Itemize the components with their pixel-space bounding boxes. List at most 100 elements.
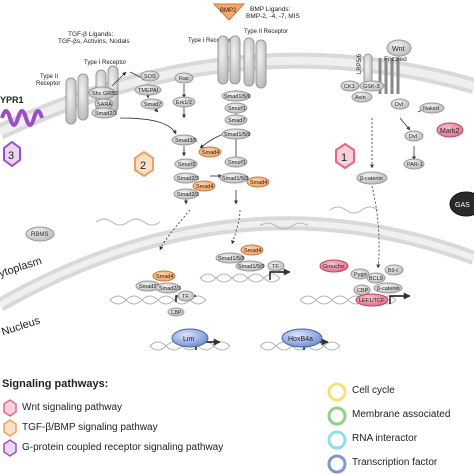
nuc-bcl9-b: B9-l bbox=[384, 264, 404, 276]
node-smad159-b: Smad1/5/9 bbox=[219, 172, 249, 184]
node-ras: Ras bbox=[174, 72, 194, 84]
node-sos-text: SOS bbox=[144, 74, 156, 80]
nuc-lef-tcf: LEF1/TCF bbox=[355, 293, 389, 307]
legend-membrane: Membrane associated bbox=[352, 409, 451, 420]
node-smurf1-mid: Smurf1 bbox=[224, 156, 248, 168]
node-smad159-mid-text: Smad1/5/9 bbox=[224, 132, 251, 138]
node-smad23-c-text: Smad2/3 bbox=[177, 192, 199, 198]
node-smad23-b-text: Smad2/3 bbox=[177, 176, 199, 182]
node-smad7-right-text: Smad7 bbox=[228, 118, 245, 124]
nuc-groucho: Groucho bbox=[319, 259, 349, 273]
node-dvl-mid: Dvl bbox=[404, 130, 424, 142]
nuc-pygo: Pygo bbox=[350, 268, 370, 280]
node-par1-text: PAR-1 bbox=[407, 162, 423, 168]
legend-tf: Transcription factor bbox=[352, 457, 438, 468]
node-smad4-mid: Smad4 bbox=[198, 146, 222, 158]
frizzled-label: Frizzled bbox=[384, 56, 407, 63]
node-smad159-top: Smad1/5/9 bbox=[221, 90, 251, 102]
node-ck1: CK1 bbox=[340, 80, 360, 92]
node-smad159-mid: Smad1/5/9 bbox=[221, 128, 251, 140]
node-dvl-top-text: Dvl bbox=[395, 102, 403, 108]
node-smurf2-text: Smurf2 bbox=[178, 162, 196, 168]
node-sara-text: SARA bbox=[97, 102, 112, 108]
legend-cell-cycle: Cell cycle bbox=[352, 385, 395, 396]
wnt-label: Wnt bbox=[392, 46, 405, 53]
node-smad23-a-text: Smad2/3 bbox=[95, 111, 117, 117]
node-dvl-mid-text: Dvl bbox=[409, 134, 417, 140]
node-rbms-text: RBMS bbox=[31, 232, 48, 238]
type-ii-receptor-left-1: Type II bbox=[40, 74, 58, 80]
nuc-tf-2-text: TF bbox=[272, 264, 279, 270]
node-smad4-c: Smad4 bbox=[246, 176, 270, 188]
node-erk12-text: Erk1/2 bbox=[176, 100, 192, 106]
tgf-ligands-line1: TGF-β Ligands: bbox=[68, 31, 113, 38]
nuc-bcl9-b-text: B9-l bbox=[388, 268, 398, 274]
pathway-marker-3: 3 bbox=[3, 140, 21, 168]
node-smurf2: Smurf2 bbox=[174, 158, 198, 170]
pathway-marker-2: 2 bbox=[134, 150, 154, 178]
nuclear-envelope bbox=[0, 216, 474, 312]
nuc-tf-2: TF bbox=[267, 260, 285, 272]
node-gas-text: GAS bbox=[455, 202, 470, 209]
node-naked: Naked bbox=[419, 102, 445, 114]
bmp-receptor-complex bbox=[217, 35, 267, 89]
pathway-marker-3-text: 3 bbox=[8, 150, 14, 162]
nuc-smad159-1-text: Smad1/5/9 bbox=[218, 256, 245, 262]
legend-category-icons bbox=[327, 382, 347, 474]
nuc-cbp-text: CBP bbox=[171, 310, 182, 316]
pathway-marker-1: 1 bbox=[335, 142, 355, 170]
wnt-ligand: Wnt bbox=[386, 39, 412, 57]
gpcr-label: YPR1 bbox=[0, 95, 24, 105]
legend-title: Signaling pathways: bbox=[2, 378, 109, 390]
legend-pathway-tgf: TGF-β/BMP signaling pathway bbox=[22, 422, 158, 433]
nuc-pygo-text: Pygo bbox=[354, 272, 367, 278]
node-mark2: Mark2 bbox=[436, 122, 464, 138]
nuc-cbp-left: CBP bbox=[353, 284, 371, 296]
nucleus-label: Nucleus bbox=[0, 315, 42, 339]
nuc-smad23-2-text: Smad2/3 bbox=[159, 286, 181, 292]
node-ras-text: Ras bbox=[179, 76, 189, 82]
node-smad4-mid-text: Smad4 bbox=[202, 150, 219, 156]
nuc-cbp-left-text: CBP bbox=[357, 288, 369, 294]
node-shc-grb2-text: Shc GRB2 bbox=[92, 91, 118, 97]
node-ck1-text: CK1 bbox=[344, 84, 355, 90]
nuc-smad23-1-text: Smad2/3 bbox=[139, 284, 161, 290]
nuc-lef-tcf-text: LEF1/TCF bbox=[359, 298, 385, 304]
bmp-ligands-line2: BMP-2, -4, -7, MIS bbox=[246, 13, 300, 20]
node-axin: Axin bbox=[351, 91, 373, 103]
nuc-lim-text: Lim bbox=[183, 336, 194, 343]
node-smad4-c-text: Smad4 bbox=[250, 180, 267, 186]
nuc-smad4-1: Smad4 bbox=[152, 270, 176, 282]
node-dvl-top: Dvl bbox=[390, 98, 410, 110]
node-smad7-text: Smad7 bbox=[144, 102, 161, 108]
node-smad7-right: Smad7 bbox=[224, 114, 248, 126]
node-smad35: Smad3/5 bbox=[171, 134, 197, 146]
node-rbms: RBMS bbox=[25, 226, 55, 242]
pathway-marker-2-text: 2 bbox=[140, 160, 146, 172]
legend-pathway-gpcr: G-protein coupled receptor signaling pat… bbox=[22, 442, 224, 453]
node-gas: GAS bbox=[449, 191, 474, 217]
node-erk12: Erk1/2 bbox=[172, 96, 196, 108]
nuc-smad23-2: Smad2/3 bbox=[155, 282, 181, 294]
bmp-ligands-line1: BMP Ligands: bbox=[250, 6, 291, 13]
nuc-smad159-2: Smad1/5/9 bbox=[235, 260, 265, 272]
nuc-bcl9-text: BCL9 bbox=[369, 276, 383, 282]
node-naked-text: Naked bbox=[423, 106, 439, 112]
node-smad159-top-text: Smad1/5/9 bbox=[224, 94, 251, 100]
node-par1: PAR-1 bbox=[403, 158, 425, 170]
node-gsk3: GSK-3 bbox=[359, 80, 385, 92]
lrp-label: LRP5/6 bbox=[357, 53, 363, 74]
type-i-receptor-right: Type I Receptor bbox=[188, 38, 230, 44]
nuc-cbp: CBP bbox=[167, 307, 185, 317]
node-smurf1-top: Smurf1 bbox=[224, 102, 248, 114]
nuc-smad4-1-text: Smad4 bbox=[156, 274, 173, 280]
nuc-tf-1-text: TF bbox=[182, 294, 189, 300]
type-ii-receptor-right: Type II Receptor bbox=[244, 29, 288, 35]
node-smad23-c: Smad2/3 bbox=[173, 188, 199, 200]
tgf-ligands-line2: TGF-βs, Activins, Nodals bbox=[58, 38, 130, 45]
node-sos: SOS bbox=[140, 70, 160, 82]
node-axin-text: Axin bbox=[355, 95, 366, 101]
nuc-hoxb4a-text: HoxB4a bbox=[288, 336, 313, 343]
nuc-beta-catenin-text: β-catenin bbox=[377, 286, 400, 292]
